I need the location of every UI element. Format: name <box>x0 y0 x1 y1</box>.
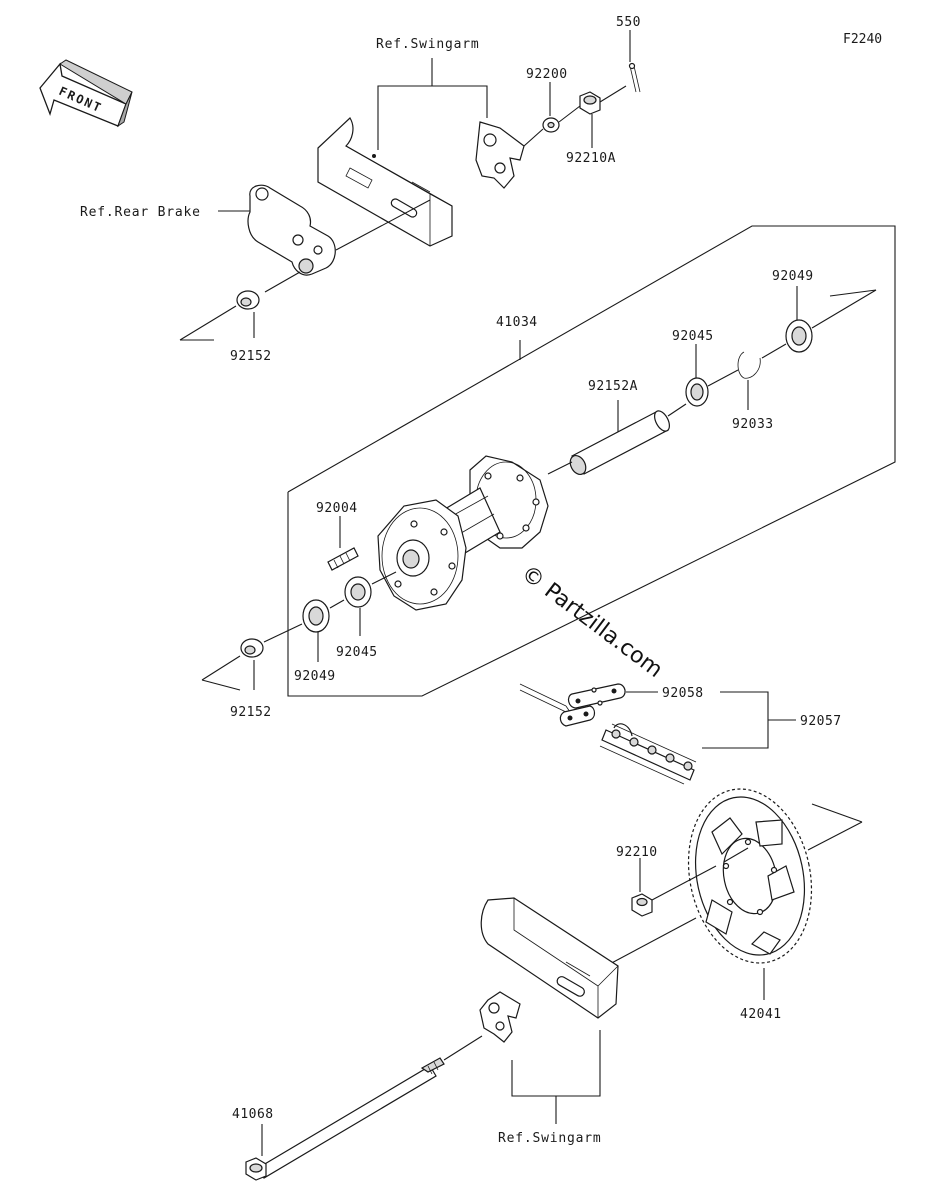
swingarm-top-callout <box>377 58 488 150</box>
master-link-92058 <box>559 683 626 727</box>
collar-92152-bottom <box>240 638 264 658</box>
axle-41068 <box>245 1057 445 1181</box>
oil-seal-92049-right <box>785 319 813 353</box>
circlip-92033 <box>737 351 761 379</box>
cotter-pin-550 <box>628 62 641 93</box>
stud-92004 <box>327 547 359 571</box>
oil-seal-92049-left <box>302 599 330 633</box>
part-92058: 92058 <box>662 686 704 701</box>
ref-swingarm-bottom-label: Ref.Swingarm <box>498 1131 602 1146</box>
collar-92152-top <box>236 290 260 310</box>
part-92152a: 92152A <box>588 379 638 394</box>
bearing-92045-left <box>344 576 372 608</box>
figure-code: F2240 <box>843 32 882 47</box>
spacer-92152a <box>569 410 670 476</box>
bearing-92045-right <box>685 377 709 407</box>
part-92049-right: 92049 <box>772 269 814 284</box>
part-550: 550 <box>616 15 641 30</box>
ref-swingarm-top-label: Ref.Swingarm <box>376 37 480 52</box>
ref-rear-brake-label: Ref.Rear Brake <box>80 205 201 220</box>
chain-adjuster-bottom <box>479 991 521 1043</box>
nut-92210a <box>579 91 601 115</box>
part-92045-left: 92045 <box>336 645 378 660</box>
swingarm-arm-bottom <box>480 897 619 1019</box>
front-direction-arrow: FRONT <box>39 59 133 128</box>
part-92045-right: 92045 <box>672 329 714 344</box>
part-41034: 41034 <box>496 315 538 330</box>
chain-segment-92057 <box>599 723 697 785</box>
swingarm-arm-top <box>317 117 453 247</box>
rear-brake-bracket <box>247 184 336 276</box>
part-92004: 92004 <box>316 501 358 516</box>
part-92210: 92210 <box>616 845 658 860</box>
part-41068: 41068 <box>232 1107 274 1122</box>
part-92210a: 92210A <box>566 151 616 166</box>
rear-wheel-hub <box>377 455 549 611</box>
part-92152-bottom: 92152 <box>230 705 272 720</box>
part-92049-left: 92049 <box>294 669 336 684</box>
part-42041: 42041 <box>740 1007 782 1022</box>
part-92033: 92033 <box>732 417 774 432</box>
chain-adjuster-top <box>475 121 525 189</box>
part-92200: 92200 <box>526 67 568 82</box>
rear-sprocket-42041 <box>687 788 813 964</box>
hub-assembly-box <box>287 225 896 697</box>
part-92152-top: 92152 <box>230 349 272 364</box>
part-92057: 92057 <box>800 714 842 729</box>
nut-92210 <box>631 893 653 917</box>
watermark: © Partzilla.com <box>516 561 667 683</box>
washer-92200 <box>542 117 560 133</box>
